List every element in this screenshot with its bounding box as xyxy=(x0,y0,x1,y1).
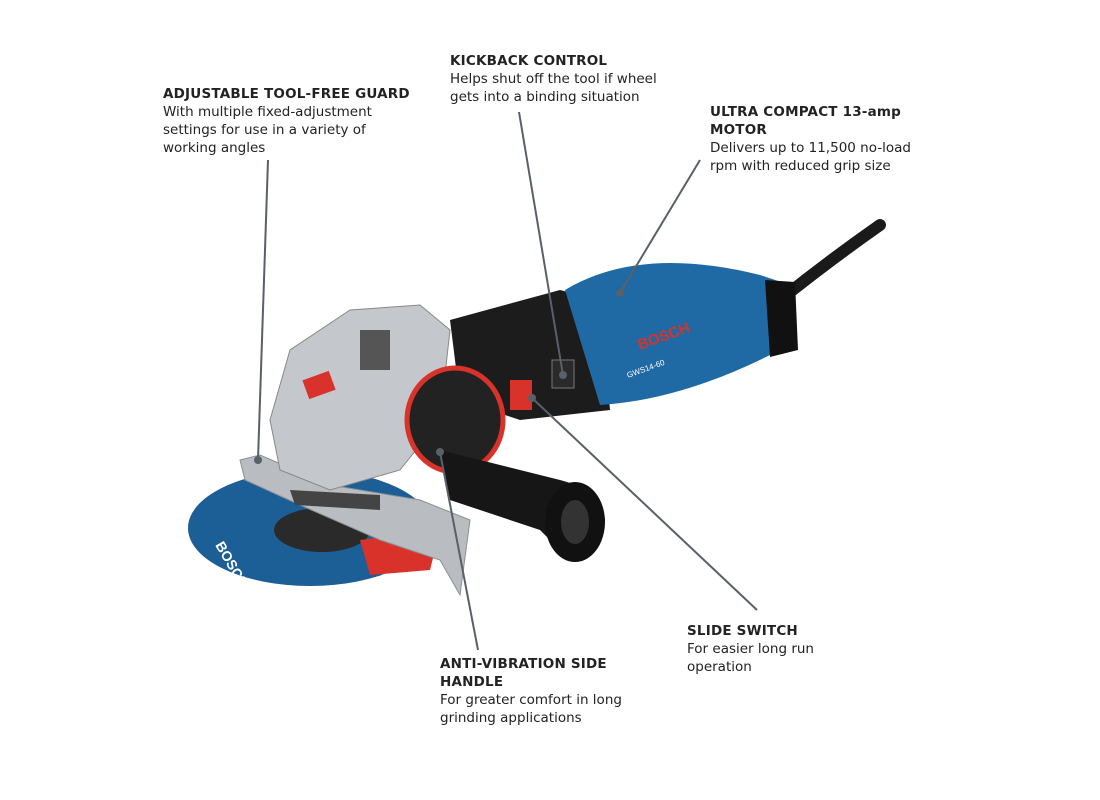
slide-switch xyxy=(510,380,532,410)
handle-marker xyxy=(436,448,444,456)
motor-marker xyxy=(616,289,624,297)
callout-title: ULTRA COMPACT 13-amp MOTOR xyxy=(710,104,902,138)
callout-text: Helps shut off the tool if wheel gets in… xyxy=(450,71,657,105)
callout-motor: ULTRA COMPACT 13-amp MOTOR Delivers up t… xyxy=(710,103,911,175)
switch-marker xyxy=(528,394,536,402)
leader-lines xyxy=(257,111,758,651)
callout-text: Delivers up to 11,500 no-load rpm with r… xyxy=(710,140,911,174)
guard-marker xyxy=(254,456,262,464)
callout-text: For easier long run operation xyxy=(687,641,814,675)
callout-text: For greater comfort in long grinding app… xyxy=(440,692,622,726)
side-handle xyxy=(404,365,605,562)
callout-text: With multiple fixed-adjustment settings … xyxy=(163,104,372,156)
callout-title: KICKBACK CONTROL xyxy=(450,53,608,69)
callout-guard: ADJUSTABLE TOOL-FREE GUARD With multiple… xyxy=(163,85,410,157)
callout-title: ANTI-VIBRATION SIDE HANDLE xyxy=(440,656,607,690)
callout-kickback: KICKBACK CONTROL Helps shut off the tool… xyxy=(450,52,657,106)
callout-handle: ANTI-VIBRATION SIDE HANDLE For greater c… xyxy=(440,655,622,727)
callout-title: ADJUSTABLE TOOL-FREE GUARD xyxy=(163,86,410,102)
callout-title: SLIDE SWITCH xyxy=(687,623,798,639)
callout-switch: SLIDE SWITCH For easier long run operati… xyxy=(687,622,814,676)
kickback-marker xyxy=(559,371,567,379)
gear-head xyxy=(269,304,451,510)
